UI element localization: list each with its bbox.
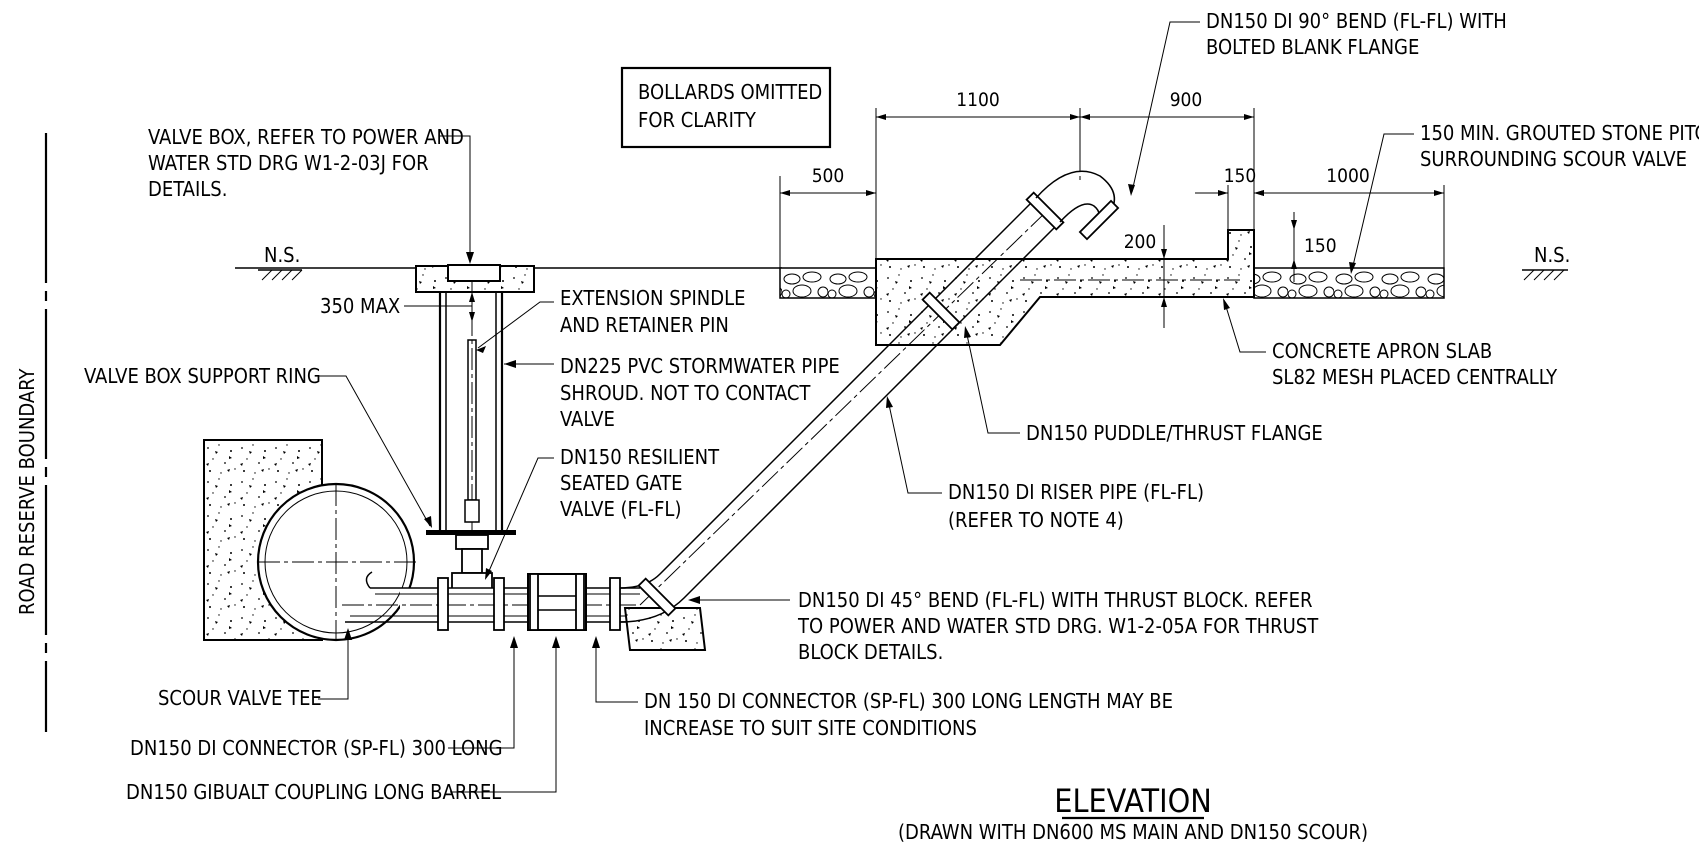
ext-spindle-line-1: EXTENSION SPINDLE — [560, 286, 746, 310]
dim-150-right: 150 — [1304, 235, 1337, 257]
puddle-text: DN150 PUDDLE/THRUST FLANGE — [1026, 421, 1323, 445]
pvc-shroud — [438, 292, 504, 532]
label-apron: CONCRETE APRON SLAB SL82 MESH PLACED CEN… — [1223, 298, 1558, 389]
natural-surface: N.S. N.S. — [235, 243, 1570, 281]
dim-150-top: 150 — [1224, 165, 1257, 187]
ext-spindle-line-2: AND RETAINER PIN — [560, 313, 729, 337]
stone-pitching-right — [1253, 267, 1445, 299]
extension-spindle — [464, 280, 480, 595]
gate-valve-line-2: SEATED GATE — [560, 471, 683, 495]
ns-left-hatch — [258, 269, 303, 281]
ns-right-label: N.S. — [1534, 243, 1570, 267]
dim-500: 500 — [812, 165, 845, 187]
label-scour-tee: SCOUR VALVE TEE — [158, 628, 352, 710]
riser-pipe — [619, 191, 1065, 623]
valve-box-line-1: VALVE BOX, REFER TO POWER AND — [148, 125, 464, 149]
connector-long-line-2: INCREASE TO SUIT SITE CONDITIONS — [644, 716, 977, 740]
scour-main — [203, 439, 420, 642]
road-reserve-label: ROAD RESERVE BOUNDARY — [15, 368, 39, 615]
label-ext-spindle: EXTENSION SPINDLE AND RETAINER PIN — [476, 286, 746, 353]
valve-box-surface — [415, 264, 535, 293]
pitching-line-2: SURROUNDING SCOUR VALVE — [1420, 147, 1687, 171]
concrete-apron-slab — [875, 229, 1255, 346]
pvc-line-2: SHROUD. NOT TO CONTACT — [560, 381, 811, 405]
apron-line-2: SL82 MESH PLACED CENTRALLY — [1272, 365, 1558, 389]
pitching-line-1: 150 MIN. GROUTED STONE PITCHING — [1420, 121, 1699, 145]
drawing-title: ELEVATION (DRAWN WITH DN600 MS MAIN AND … — [898, 782, 1368, 844]
gibault-text: DN150 GIBUALT COUPLING LONG BARREL — [126, 780, 501, 804]
bend-45-line-1: DN150 DI 45° BEND (FL-FL) WITH THRUST BL… — [798, 588, 1313, 612]
label-riser: DN150 DI RISER PIPE (FL-FL) (REFER TO NO… — [886, 396, 1204, 532]
label-350-max: 350 MAX — [320, 292, 475, 322]
connector-long-line-1: DN 150 DI CONNECTOR (SP-FL) 300 LONG LEN… — [644, 689, 1173, 713]
riser-line-2: (REFER TO NOTE 4) — [948, 508, 1124, 532]
valve-box-line-2: WATER STD DRG W1-2-03J FOR — [148, 151, 429, 175]
bend-45-line-2: TO POWER AND WATER STD DRG. W1-2-05A FOR… — [797, 614, 1319, 638]
label-bend-90: DN150 DI 90° BEND (FL-FL) WITH BOLTED BL… — [1128, 9, 1507, 196]
label-pitching: 150 MIN. GROUTED STONE PITCHING SURROUND… — [1349, 121, 1699, 274]
apron-line-1: CONCRETE APRON SLAB — [1272, 339, 1492, 363]
bend-90 — [1035, 150, 1120, 241]
label-valve-box: VALVE BOX, REFER TO POWER AND WATER STD … — [148, 125, 474, 264]
bend-90-line-2: BOLTED BLANK FLANGE — [1206, 35, 1419, 59]
stone-pitching-left — [779, 267, 877, 299]
label-gibault: DN150 GIBUALT COUPLING LONG BARREL — [126, 636, 560, 804]
gibault-coupling — [527, 573, 587, 631]
thrust-block — [623, 607, 707, 651]
gate-valve-line-3: VALVE (FL-FL) — [560, 497, 681, 521]
valve-box-support-ring — [426, 530, 516, 535]
label-connector-300: DN150 DI CONNECTOR (SP-FL) 300 LONG — [130, 636, 518, 760]
gate-valve-line-1: DN150 RESILIENT — [560, 445, 720, 469]
bollards-line-1: BOLLARDS OMITTED — [638, 80, 822, 104]
riser-line-1: DN150 DI RISER PIPE (FL-FL) — [948, 480, 1204, 504]
connector-300-text: DN150 DI CONNECTOR (SP-FL) 300 LONG — [130, 736, 503, 760]
title-text: ELEVATION — [1054, 782, 1212, 820]
ns-right-hatch — [1522, 269, 1568, 281]
label-puddle: DN150 PUDDLE/THRUST FLANGE — [964, 326, 1323, 445]
label-bend-45: DN150 DI 45° BEND (FL-FL) WITH THRUST BL… — [688, 588, 1319, 664]
support-ring-text: VALVE BOX SUPPORT RING — [84, 364, 321, 388]
bollards-note-box: BOLLARDS OMITTED FOR CLARITY — [620, 66, 832, 149]
dim-200: 200 — [1124, 231, 1157, 253]
subtitle-text: (DRAWN WITH DN600 MS MAIN AND DN150 SCOU… — [898, 820, 1368, 844]
ns-left-label: N.S. — [264, 243, 300, 267]
road-reserve-boundary: ROAD RESERVE BOUNDARY — [15, 133, 48, 732]
dim-1000: 1000 — [1326, 165, 1370, 187]
label-pvc: DN225 PVC STORMWATER PIPE SHROUD. NOT TO… — [504, 354, 840, 431]
dim-900: 900 — [1170, 89, 1203, 111]
pipe-flanges — [437, 577, 621, 631]
bend-90-line-1: DN150 DI 90° BEND (FL-FL) WITH — [1206, 9, 1507, 33]
label-connector-long: DN 150 DI CONNECTOR (SP-FL) 300 LONG LEN… — [592, 636, 1173, 740]
pvc-line-3: VALVE — [560, 407, 615, 431]
scour-tee-text: SCOUR VALVE TEE — [158, 686, 322, 710]
pvc-line-1: DN225 PVC STORMWATER PIPE — [560, 354, 840, 378]
dimensions: 1100 900 500 150 1000 200 150 — [779, 89, 1445, 328]
valve-box-line-3: DETAILS. — [148, 177, 227, 201]
max-350-text: 350 MAX — [320, 294, 400, 318]
bollards-line-2: FOR CLARITY — [638, 108, 757, 132]
bend-45-line-3: BLOCK DETAILS. — [798, 640, 943, 664]
dim-1100: 1100 — [956, 89, 1000, 111]
label-support-ring: VALVE BOX SUPPORT RING — [84, 364, 432, 528]
label-gate-valve: DN150 RESILIENT SEATED GATE VALVE (FL-FL… — [485, 445, 720, 580]
